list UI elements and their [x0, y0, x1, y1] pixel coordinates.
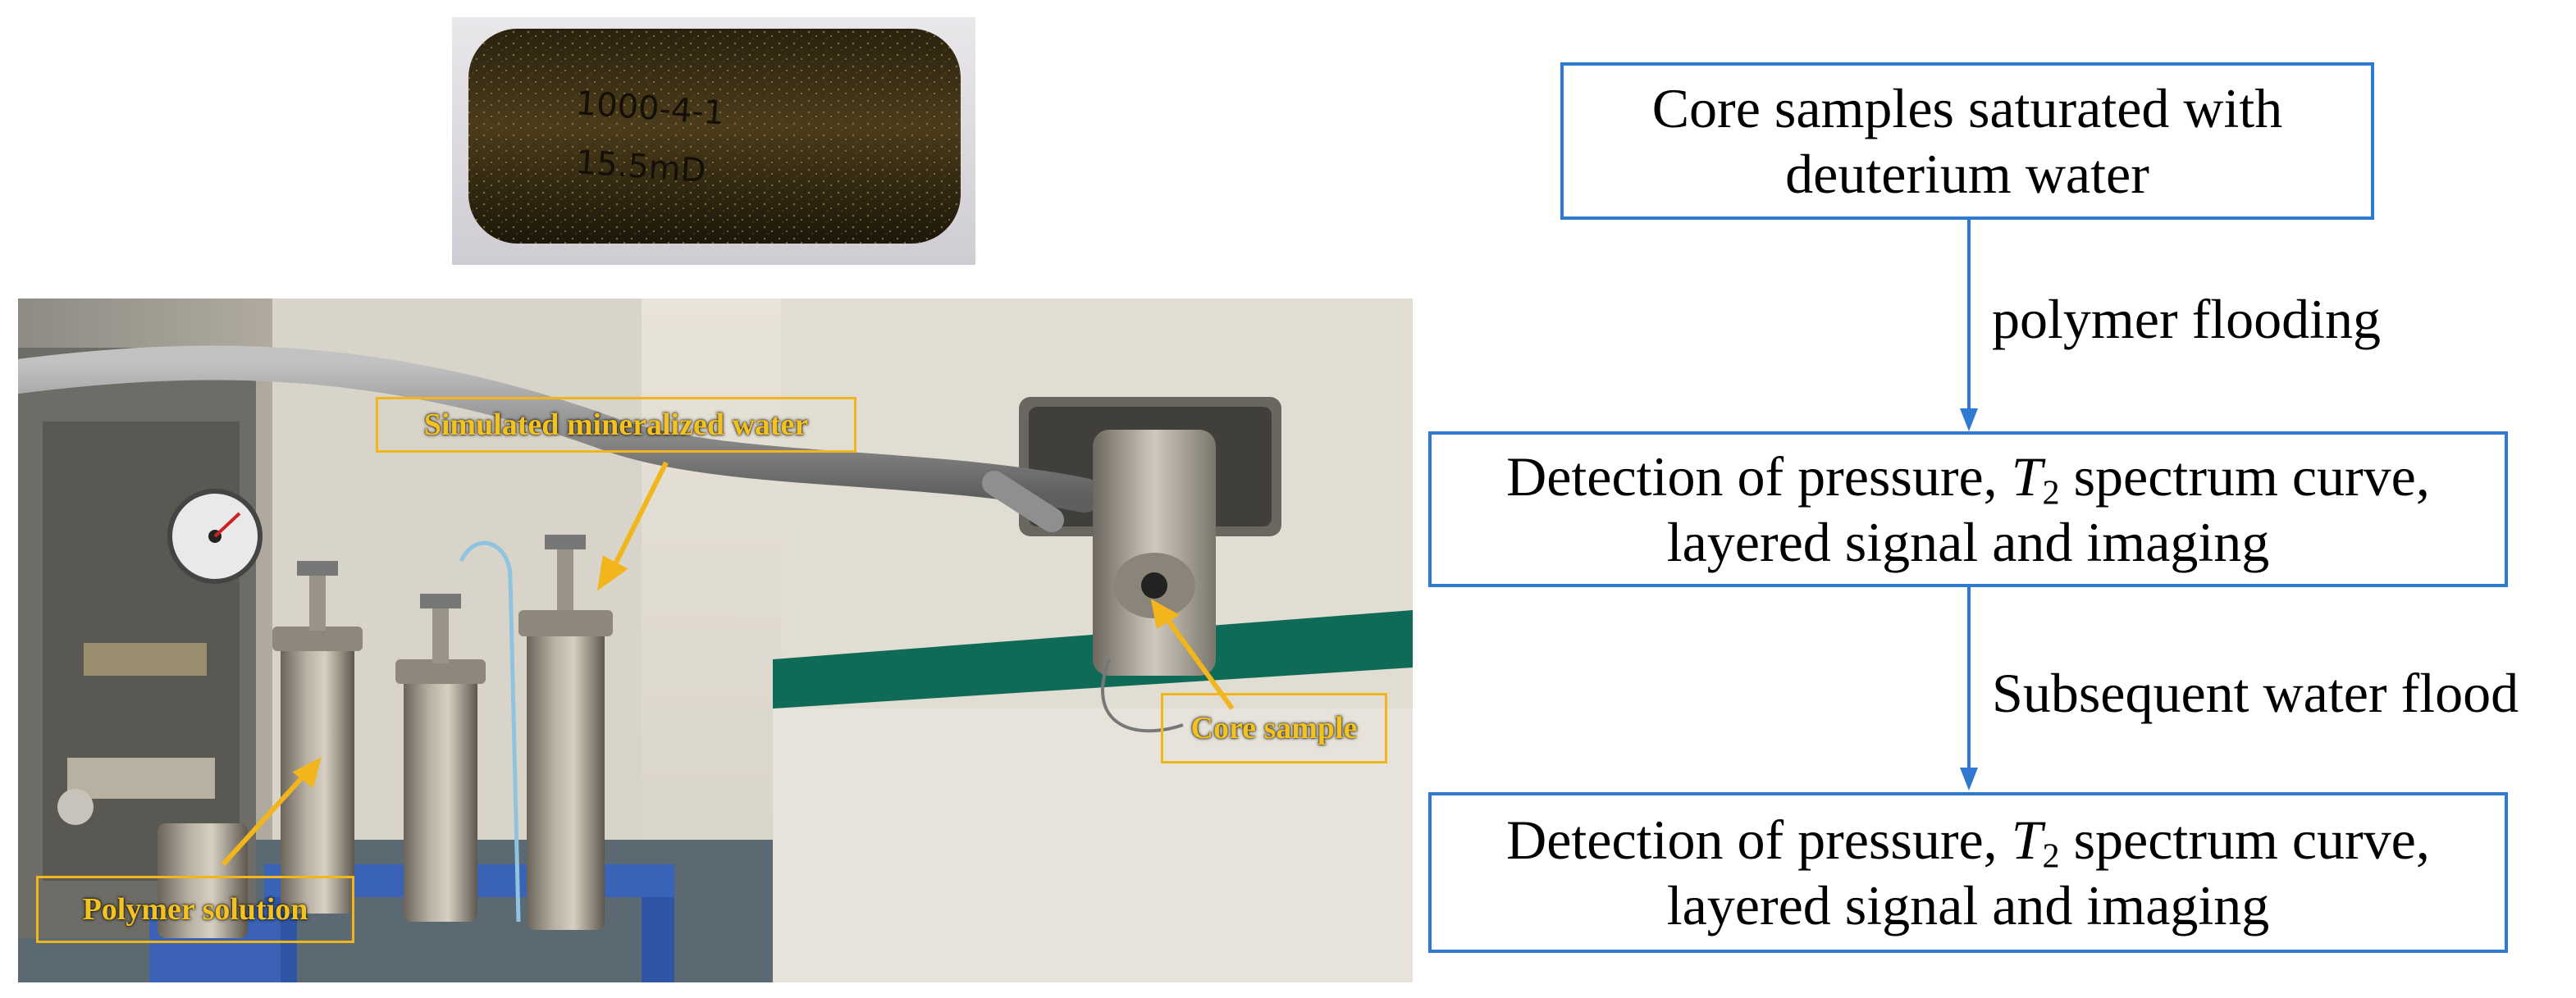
- flow-step-detection-1-line1: Detection of pressure, T2 spectrum curve…: [1506, 444, 2430, 513]
- detection-1-sub: 2: [2042, 473, 2060, 513]
- flow-step-saturation-line1: Core samples saturated with: [1651, 76, 2283, 139]
- core-handwriting-2: 15.5mD: [574, 144, 707, 190]
- detection-2-text-post: spectrum curve,: [2059, 808, 2430, 871]
- flow-step-detection-2-line1: Detection of pressure, T2 spectrum curve…: [1506, 807, 2430, 873]
- label-core-sample: Core sample: [1161, 693, 1387, 763]
- detection-1-text-post: spectrum curve,: [2059, 444, 2430, 508]
- core-sample-photo: 1000-4-1 15.5mD: [452, 17, 975, 265]
- lab-scene: [18, 298, 1413, 982]
- label-simulated-mineralized-water: Simulated mineralized water: [376, 397, 856, 453]
- detection-2-var: T: [2011, 808, 2043, 871]
- flow-step-detection-1-line2: layered signal and imaging: [1666, 511, 2270, 573]
- piston-cylinders: [158, 535, 613, 938]
- cabinet-vents: [806, 807, 1019, 905]
- label-polymer-solution: Polymer solution: [36, 876, 354, 943]
- detection-2-text-pre: Detection of pressure,: [1506, 808, 2012, 871]
- detection-2-sub: 2: [2042, 836, 2060, 876]
- flow-label-polymer-flooding: polymer flooding: [1992, 288, 2382, 350]
- detection-1-text-pre: Detection of pressure,: [1506, 444, 2012, 508]
- detection-1-var: T: [2011, 444, 2043, 508]
- flow-arrow-2: [1960, 587, 1978, 791]
- flow-step-saturation-line2: deuterium water: [1785, 143, 2149, 205]
- flow-arrow-1: [1960, 220, 1978, 431]
- flow-step-detection-1: Detection of pressure, T2 spectrum curve…: [1428, 431, 2508, 587]
- flow-label-subsequent-water-flood: Subsequent water flood: [1992, 662, 2519, 724]
- flow-step-saturation: Core samples saturated with deuterium wa…: [1560, 62, 2374, 220]
- flow-step-detection-2: Detection of pressure, T2 spectrum curve…: [1428, 792, 2508, 953]
- flow-step-detection-2-line2: layered signal and imaging: [1666, 874, 2270, 936]
- lab-equipment-photo: Simulated mineralized water Core sample …: [18, 298, 1413, 982]
